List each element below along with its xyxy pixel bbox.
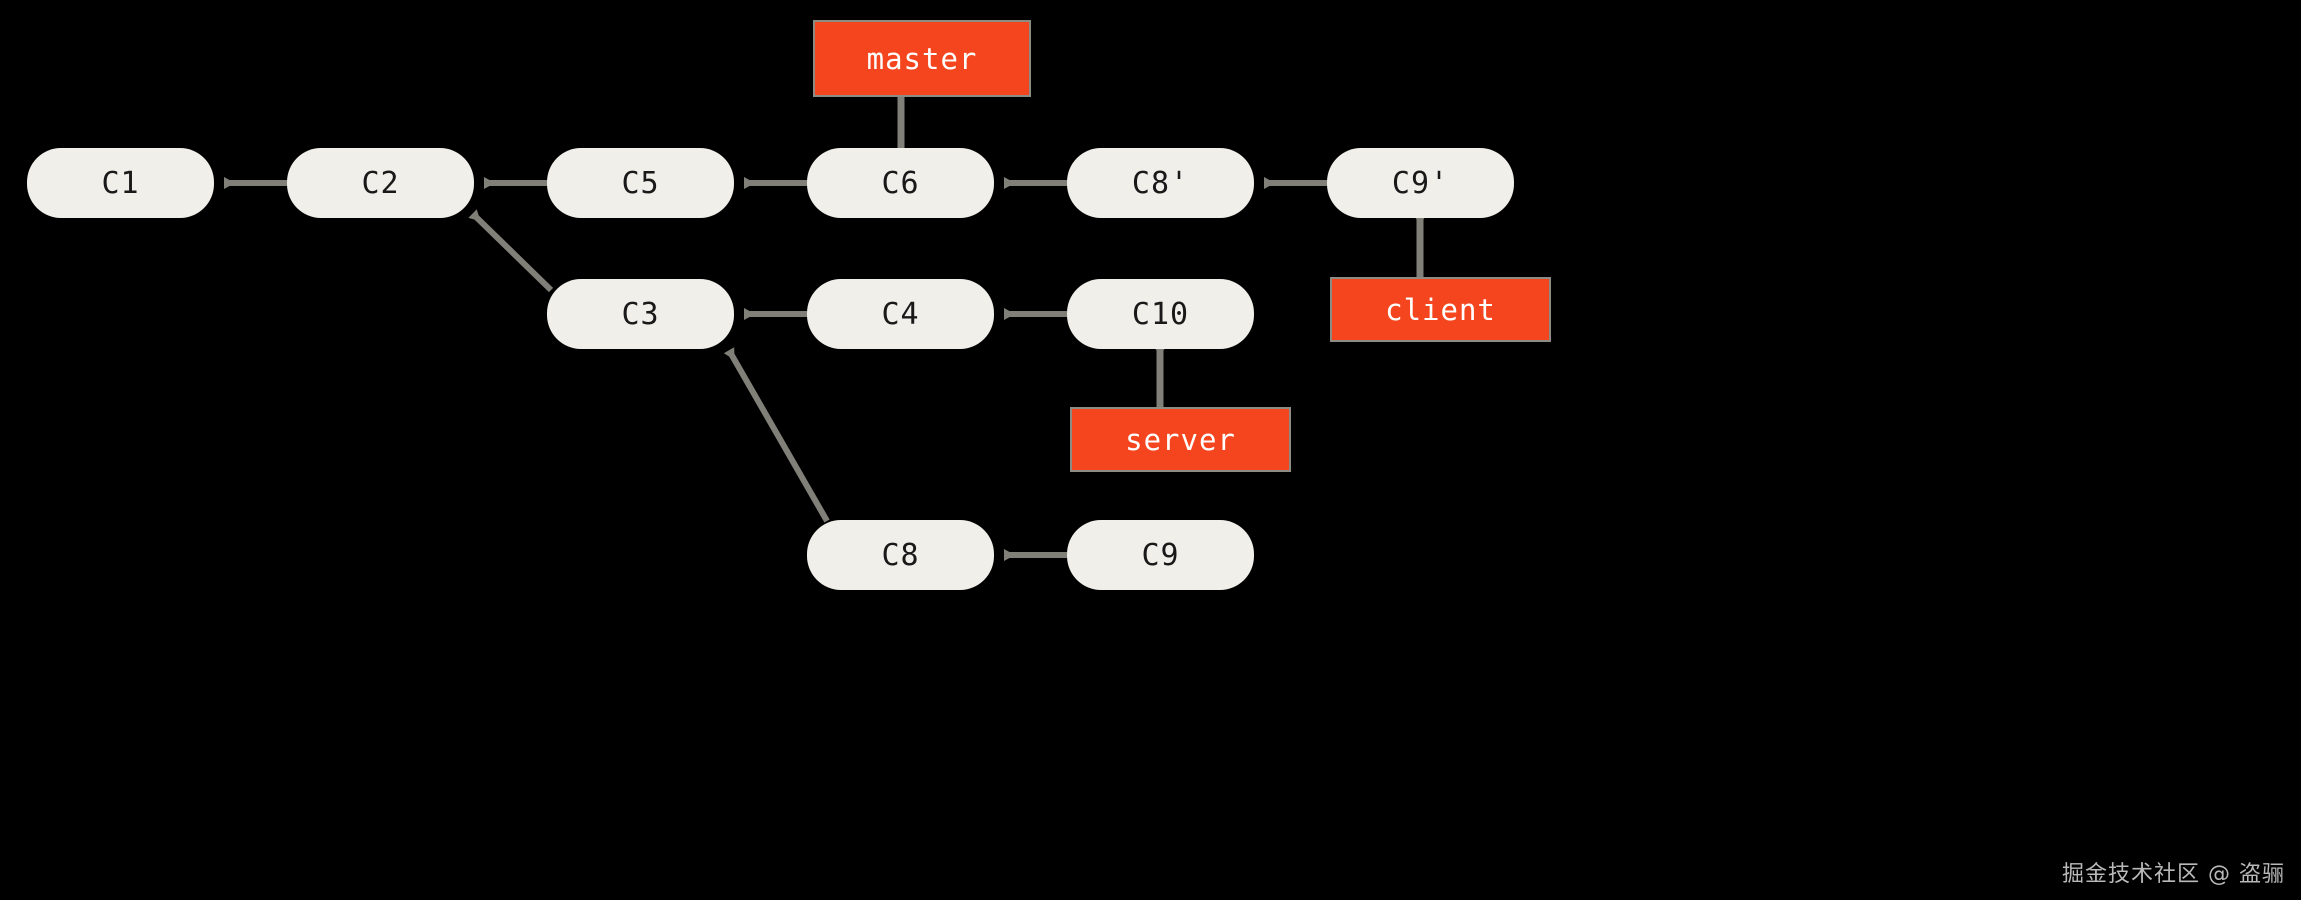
commit-label: C5 bbox=[621, 165, 660, 201]
commit-node-c5[interactable]: C5 bbox=[547, 148, 734, 218]
branch-label-server[interactable]: server bbox=[1070, 407, 1291, 472]
commit-node-c8[interactable]: C8 bbox=[807, 520, 994, 590]
commit-node-c9[interactable]: C9 bbox=[1067, 520, 1254, 590]
commit-label: C6 bbox=[881, 165, 920, 201]
commit-label: C1 bbox=[101, 165, 140, 201]
commit-parent-edges bbox=[224, 177, 1327, 561]
commit-label: C4 bbox=[881, 296, 920, 332]
commit-label: C3 bbox=[621, 296, 660, 332]
commit-node-c2[interactable]: C2 bbox=[287, 148, 474, 218]
commit-node-c4[interactable]: C4 bbox=[807, 279, 994, 349]
commit-node-c9-prime[interactable]: C9' bbox=[1327, 148, 1514, 218]
commit-label: C8' bbox=[1131, 165, 1190, 201]
edge-c8-c3 bbox=[723, 347, 830, 523]
branch-label-text: master bbox=[866, 41, 978, 76]
commit-label: C10 bbox=[1131, 296, 1190, 332]
ref-pointer-edges bbox=[895, 96, 1426, 407]
commit-label: C9 bbox=[1141, 537, 1180, 573]
edge-c3-c2 bbox=[468, 209, 554, 293]
commit-node-c8-prime[interactable]: C8' bbox=[1067, 148, 1254, 218]
commit-label: C8 bbox=[881, 537, 920, 573]
watermark-text: 掘金技术社区 @ 盗骊 bbox=[2062, 862, 2285, 887]
commit-node-c3[interactable]: C3 bbox=[547, 279, 734, 349]
commit-node-c1[interactable]: C1 bbox=[27, 148, 214, 218]
branch-label-text: client bbox=[1385, 292, 1496, 327]
commit-node-c6[interactable]: C6 bbox=[807, 148, 994, 218]
commit-label: C2 bbox=[361, 165, 400, 201]
branch-label-text: server bbox=[1125, 422, 1236, 457]
commit-node-c10[interactable]: C10 bbox=[1067, 279, 1254, 349]
branch-label-master[interactable]: master bbox=[813, 20, 1031, 97]
branch-label-client[interactable]: client bbox=[1330, 277, 1551, 342]
commit-label: C9' bbox=[1391, 165, 1450, 201]
